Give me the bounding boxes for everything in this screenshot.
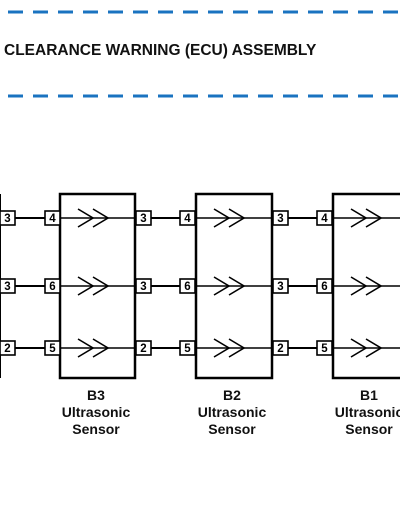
- chevron-arrow-icon: [213, 276, 231, 296]
- chevron-arrow-icon: [350, 276, 368, 296]
- pin-label: 6: [49, 281, 55, 293]
- pin-label: 4: [49, 213, 56, 225]
- pin-label: 3: [4, 213, 10, 225]
- pin-box: [316, 340, 333, 356]
- sensor-id: B1: [360, 387, 378, 403]
- chevron-arrow-icon: [77, 276, 95, 296]
- pin-box: [316, 278, 333, 294]
- pin-label: 2: [4, 343, 10, 355]
- chevron-arrow-icon: [92, 276, 110, 296]
- pin-box: [179, 340, 196, 356]
- pin-box: [179, 210, 196, 226]
- chevron-arrow-icon: [365, 276, 383, 296]
- pin-label: 3: [4, 281, 10, 293]
- pin-label: 3: [140, 213, 146, 225]
- chevron-arrow-icon: [365, 338, 383, 358]
- chevron-arrow-icon: [365, 208, 383, 228]
- sensor-b3: 4 6 5 3 3 2 B3 Ultrasonic Sensor: [44, 192, 152, 437]
- chevron-arrow-icon: [228, 276, 246, 296]
- pin-label: 6: [184, 281, 190, 293]
- sensor-subtype: Sensor: [72, 421, 120, 437]
- sensor-b2: 4 6 5 3 3 2 B2 Ultrasonic Sensor: [179, 192, 289, 437]
- page-title: CLEARANCE WARNING (ECU) ASSEMBLY: [4, 42, 317, 59]
- chevron-arrow-icon: [228, 208, 246, 228]
- pin-label: 4: [184, 213, 191, 225]
- pin-box: [135, 210, 152, 226]
- chevron-arrow-icon: [77, 208, 95, 228]
- chevron-arrow-icon: [92, 338, 110, 358]
- pin-box: [272, 210, 289, 226]
- pin-label: 6: [321, 281, 327, 293]
- pin-box: [0, 278, 16, 294]
- pin-label: 5: [49, 343, 56, 355]
- pin-label: 5: [184, 343, 191, 355]
- pin-label: 3: [277, 281, 283, 293]
- sensor-subtype: Sensor: [208, 421, 256, 437]
- pin-box: [135, 340, 152, 356]
- left-connector: 3 3 2: [0, 210, 16, 356]
- pin-label: 4: [321, 213, 328, 225]
- pin-box: [0, 340, 16, 356]
- pin-label: 3: [140, 281, 146, 293]
- chevron-arrow-icon: [213, 208, 231, 228]
- sensor-type: Ultrasonic: [62, 404, 131, 420]
- pin-label: 5: [321, 343, 328, 355]
- sensor-id: B2: [223, 387, 241, 403]
- pin-box: [0, 210, 16, 226]
- chevron-arrow-icon: [213, 338, 231, 358]
- sensor-b1: 4 6 5 B1 Ultrasonic Sensor: [316, 192, 400, 437]
- sensor-id: B3: [87, 387, 105, 403]
- chevron-arrow-icon: [92, 208, 110, 228]
- pin-box: [272, 278, 289, 294]
- sensor-type: Ultrasonic: [198, 404, 267, 420]
- wires: [15, 217, 317, 349]
- sensor-subtype: Sensor: [345, 421, 393, 437]
- pin-label: 2: [140, 343, 146, 355]
- pin-box: [179, 278, 196, 294]
- pin-label: 2: [277, 343, 283, 355]
- pin-box: [135, 278, 152, 294]
- sensor-type: Ultrasonic: [335, 404, 400, 420]
- chevron-arrow-icon: [350, 338, 368, 358]
- chevron-arrow-icon: [228, 338, 246, 358]
- pin-label: 3: [277, 213, 283, 225]
- chevron-arrow-icon: [77, 338, 95, 358]
- chevron-arrow-icon: [350, 208, 368, 228]
- pin-box: [316, 210, 333, 226]
- pin-box: [272, 340, 289, 356]
